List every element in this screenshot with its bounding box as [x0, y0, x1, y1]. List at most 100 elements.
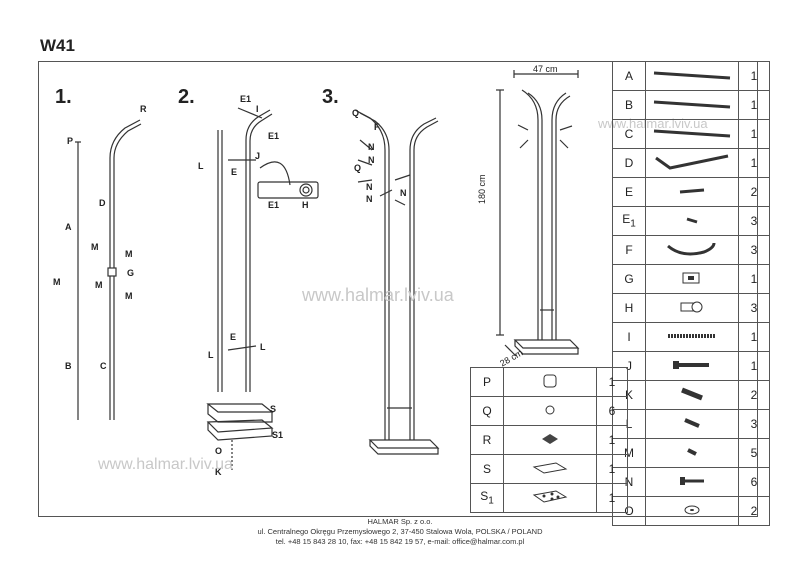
label-e: E	[231, 167, 238, 177]
part-quantity: 2	[738, 496, 770, 526]
label-n: N	[368, 142, 375, 152]
part-letter: R	[470, 425, 504, 455]
long-tube-icon	[645, 90, 739, 120]
part-quantity: 1	[738, 322, 770, 352]
hook-icon	[645, 235, 739, 265]
part-quantity: 1	[738, 351, 770, 381]
label-l: L	[208, 350, 214, 360]
label-n: N	[366, 182, 373, 192]
part-quantity: 1	[738, 148, 770, 178]
bent-tube-icon	[645, 148, 739, 178]
clamp-icon	[645, 264, 739, 294]
part-quantity: 1	[738, 119, 770, 149]
label-p: P	[67, 136, 74, 146]
part-quantity: 3	[738, 293, 770, 323]
part-letter: B	[612, 90, 646, 120]
part-quantity: 3	[738, 235, 770, 265]
dimension-width: 47 cm	[533, 64, 558, 74]
label-a: A	[65, 222, 72, 232]
base-plate-s	[206, 403, 274, 413]
end-cap-icon	[503, 367, 597, 397]
label-h: H	[302, 200, 309, 210]
label-q: Q	[354, 163, 362, 173]
part-letter: P	[470, 367, 504, 397]
step-3-number: 3.	[322, 86, 339, 108]
label-e1: E1	[268, 200, 280, 210]
part-quantity: 3	[738, 409, 770, 439]
spring-cap-icon	[645, 293, 739, 323]
part-quantity: 6	[596, 396, 628, 426]
label-b: B	[65, 361, 72, 371]
label-c: C	[100, 361, 107, 371]
part-quantity: 1	[596, 425, 628, 455]
label-i: I	[256, 104, 259, 114]
part-quantity: 1	[596, 367, 628, 397]
part-quantity: 1	[596, 483, 628, 513]
flat-screw-icon	[645, 467, 739, 497]
part-letter: S1	[470, 483, 504, 513]
part-letter: F	[612, 235, 646, 265]
label-f: F	[374, 122, 380, 132]
label-o: O	[215, 446, 223, 456]
top-cap-icon	[503, 425, 597, 455]
label-q: Q	[352, 108, 360, 118]
part-letter: A	[612, 61, 646, 91]
long-tube-icon	[645, 119, 739, 149]
label-l: L	[260, 342, 266, 352]
tube-right-step2	[245, 109, 271, 392]
part-quantity: 2	[738, 177, 770, 207]
washer-icon	[645, 496, 739, 526]
label-r: R	[140, 104, 147, 114]
part-quantity: 5	[738, 438, 770, 468]
part-letter: I	[612, 322, 646, 352]
tube-c-d	[109, 119, 141, 420]
part-quantity: 1	[738, 61, 770, 91]
label-l: L	[198, 161, 204, 171]
small-connector-icon	[645, 206, 739, 236]
label-e: E	[230, 332, 237, 342]
step-2-number: 2.	[178, 86, 195, 108]
label-d: D	[99, 198, 106, 208]
label-m: M	[95, 280, 103, 290]
label-m: M	[91, 242, 99, 252]
label-j: J	[255, 151, 261, 161]
label-e1: E1	[240, 94, 252, 104]
part-letter: D	[612, 148, 646, 178]
screw-icon	[645, 409, 739, 439]
part-quantity: 1	[596, 454, 628, 484]
footer-company: HALMAR Sp. z o.o.	[367, 517, 433, 526]
footer-address: ul. Centralnego Okręgu Przemysłowego 2, …	[257, 527, 543, 536]
part-quantity: 1	[738, 264, 770, 294]
part-letter: H	[612, 293, 646, 323]
label-s1: S1	[272, 430, 284, 440]
part-quantity: 2	[738, 380, 770, 410]
label-m: M	[125, 291, 133, 301]
label-n: N	[366, 194, 373, 204]
base-plate-icon	[503, 454, 597, 484]
footer-contact: tel. +48 15 843 28 10, fax: +48 15 842 1…	[275, 537, 525, 546]
long-tube-icon	[645, 61, 739, 91]
ball-cap-icon	[503, 396, 597, 426]
model-title: W41	[40, 36, 75, 55]
bolt-icon	[645, 380, 739, 410]
label-n: N	[400, 188, 407, 198]
label-n: N	[368, 155, 375, 165]
part-row: S1 1	[470, 483, 628, 513]
label-m: M	[125, 249, 133, 259]
